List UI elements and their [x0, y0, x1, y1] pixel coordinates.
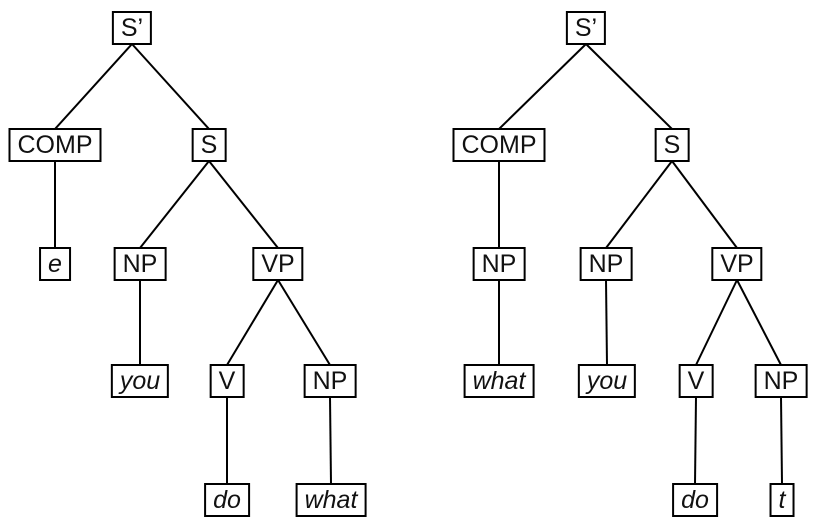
tree-edge-np1-you [605, 279, 608, 366]
tree-edge-vp-np2 [736, 279, 782, 366]
tree-edge-sp-s [131, 43, 210, 130]
tree-edge-sp-s [585, 43, 673, 130]
tree-node-np-object: NP [754, 364, 808, 398]
tree-edge-vp-v [695, 279, 738, 366]
tree-node-terminal-what: what [295, 483, 367, 517]
tree-node-terminal-t: t [769, 483, 795, 517]
tree-node-np-subject: NP [579, 247, 633, 281]
tree-node-s-bar: S’ [565, 11, 607, 45]
tree-edge-sp-comp [498, 43, 587, 130]
tree-node-vp: VP [711, 247, 763, 281]
tree-node-np-subject: NP [113, 247, 167, 281]
tree-node-terminal-do: do [204, 483, 250, 517]
tree-node-s-bar: S’ [111, 11, 153, 45]
tree-node-comp: COMP [8, 128, 102, 162]
tree-node-np-object: NP [303, 364, 357, 398]
tree-node-s: S [654, 128, 690, 162]
tree-node-terminal-you: you [577, 364, 637, 398]
tree-node-terminal-you: you [110, 364, 170, 398]
tree-edge-sp-comp [54, 43, 133, 130]
tree-node-v: V [209, 364, 245, 398]
tree-edge-v-do [694, 396, 697, 485]
tree-node-comp: COMP [452, 128, 546, 162]
tree-node-s: S [191, 128, 227, 162]
tree-node-vp: VP [252, 247, 304, 281]
tree-node-terminal-what: what [463, 364, 535, 398]
tree-edge-s-vp [671, 160, 738, 249]
tree-edge-s-vp [208, 160, 279, 249]
tree-edge-s-np1 [605, 160, 673, 249]
tree-edge-vp-np2 [277, 279, 331, 366]
tree-edge-vp-v [226, 279, 279, 366]
tree-edge-np2-t [780, 396, 783, 485]
tree-edge-np2-what [329, 396, 332, 485]
tree-node-np-comp: NP [472, 247, 526, 281]
tree-node-terminal-do: do [672, 483, 718, 517]
tree-node-terminal-e: e [39, 247, 71, 281]
tree-node-v: V [678, 364, 714, 398]
tree-edge-s-np1 [139, 160, 210, 249]
